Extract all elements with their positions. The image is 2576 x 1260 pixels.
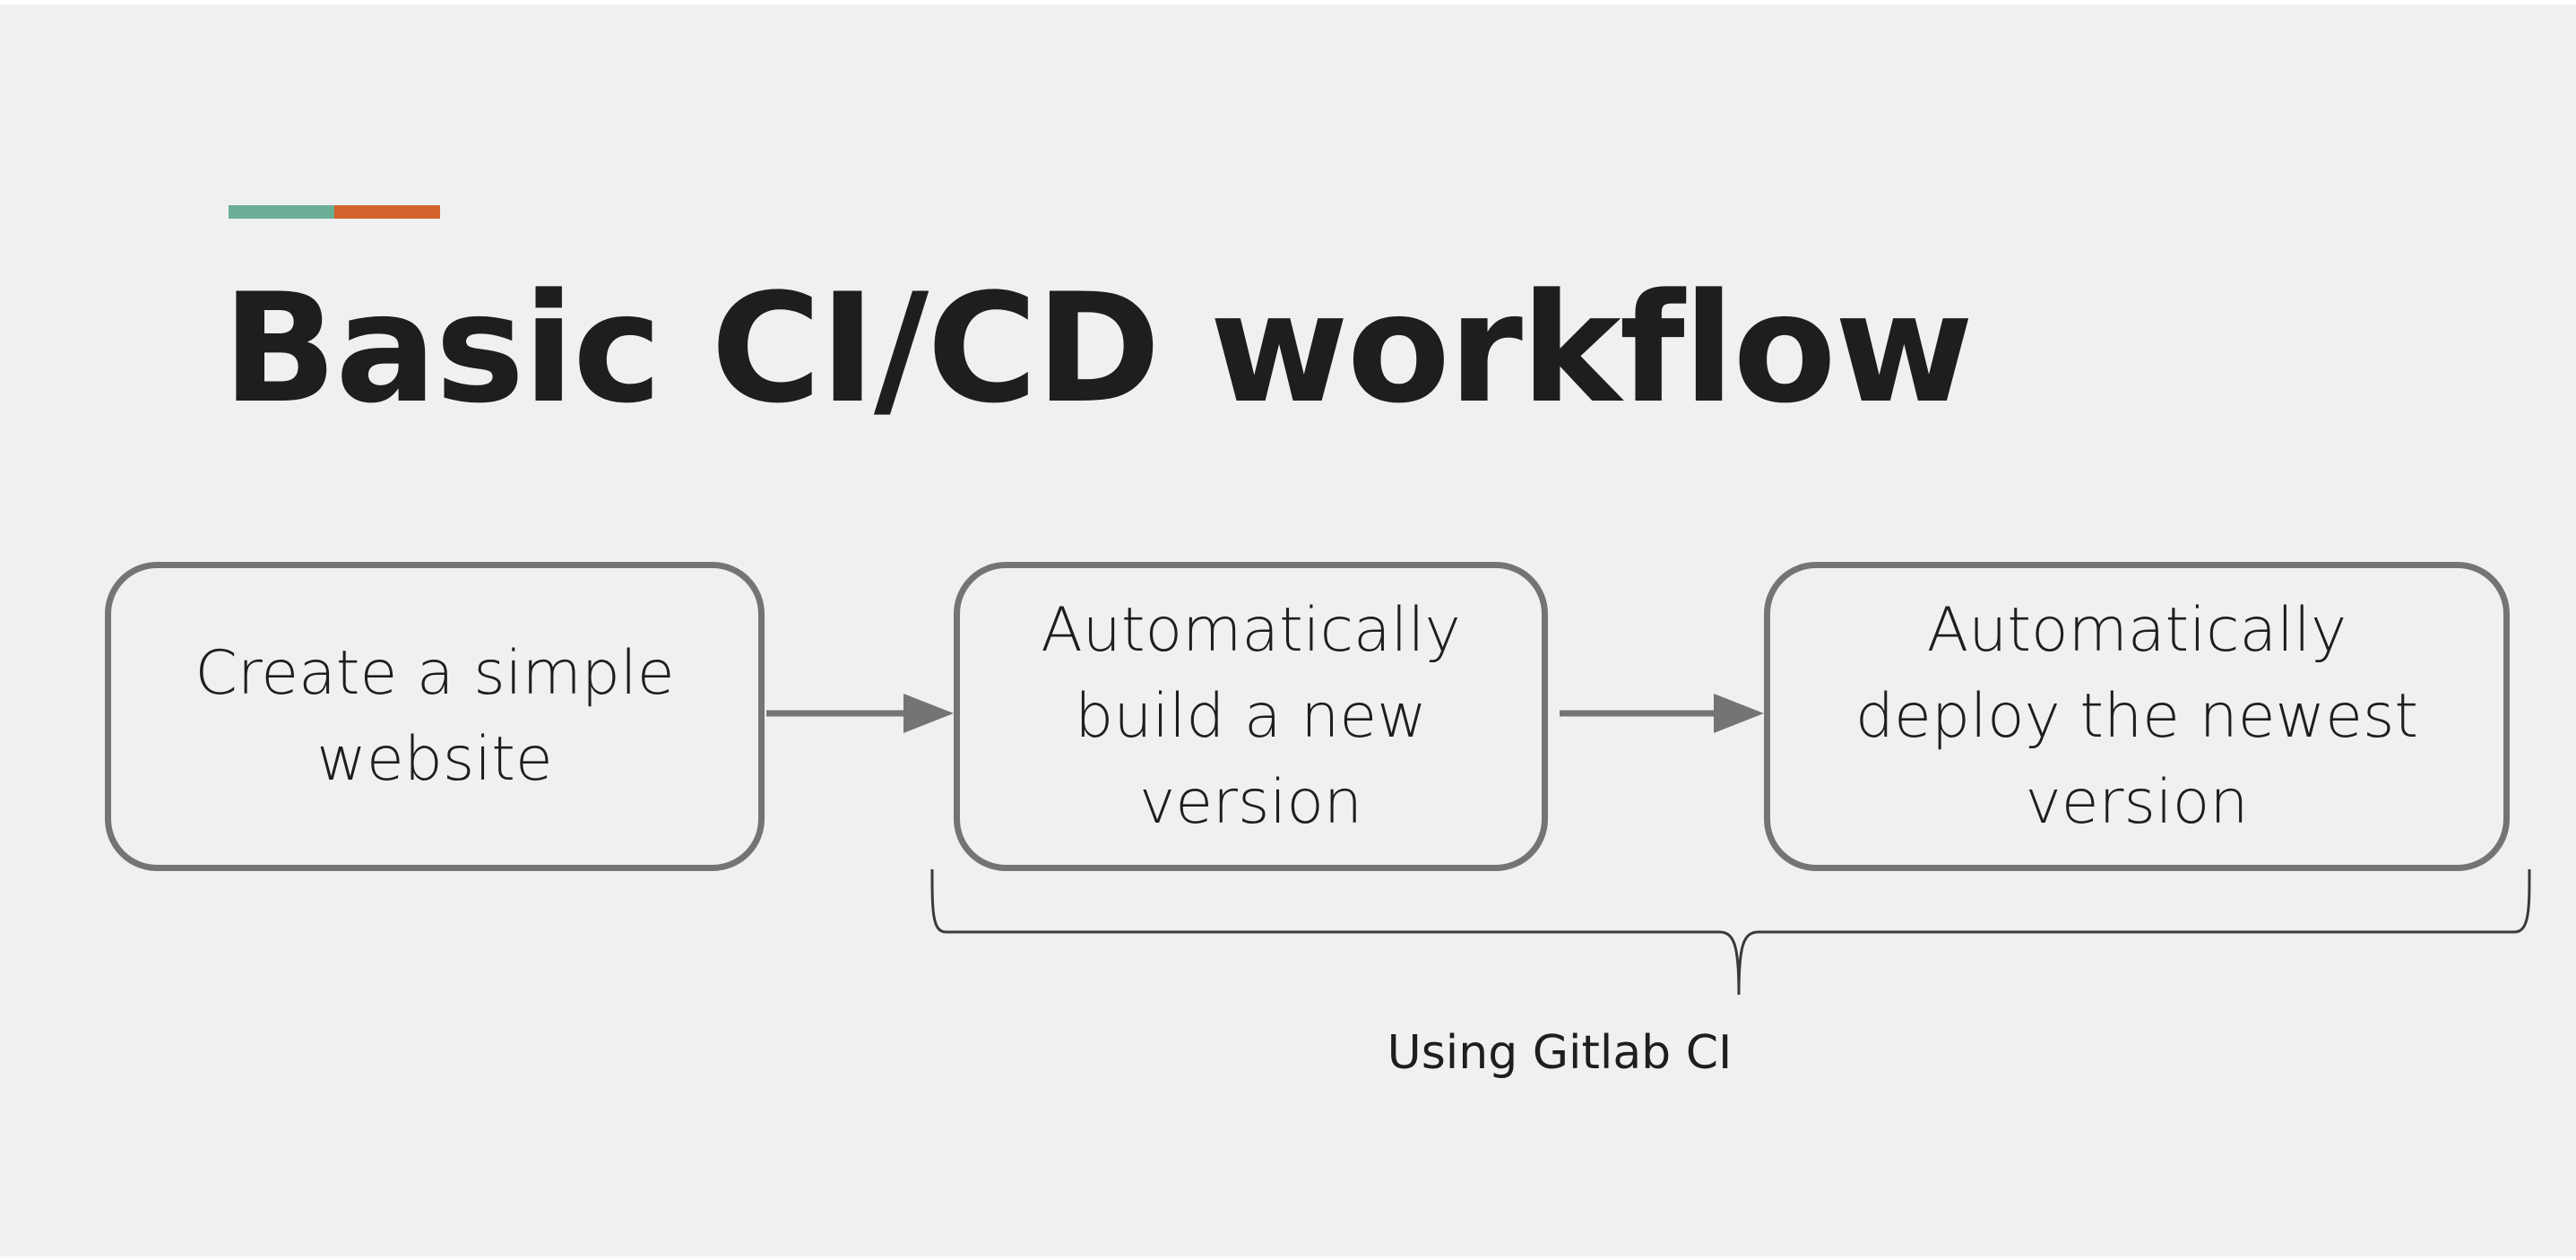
step-box-build-version: Automatically build a new version xyxy=(954,562,1548,871)
step-2-label: Automatically build a new version xyxy=(1041,594,1461,838)
step-1-label: Create a simple website xyxy=(194,637,675,795)
accent-bar-green xyxy=(229,205,334,219)
arrow-1-head xyxy=(903,694,954,733)
diagram-connectors xyxy=(766,694,2531,996)
slide-title: Basic CI/CD workflow xyxy=(222,261,1974,436)
curly-brace xyxy=(930,868,2531,996)
step-3-label: Automatically deploy the newest version xyxy=(1854,594,2419,838)
step-box-create-website: Create a simple website xyxy=(105,562,765,871)
slide: Basic CI/CD workflow Create a simple web… xyxy=(0,4,2576,1256)
brace-label: Using Gitlab CI xyxy=(1387,1026,1733,1080)
accent-bar-orange xyxy=(334,205,440,219)
arrow-2-head xyxy=(1714,694,1764,733)
step-box-deploy-version: Automatically deploy the newest version xyxy=(1764,562,2510,871)
